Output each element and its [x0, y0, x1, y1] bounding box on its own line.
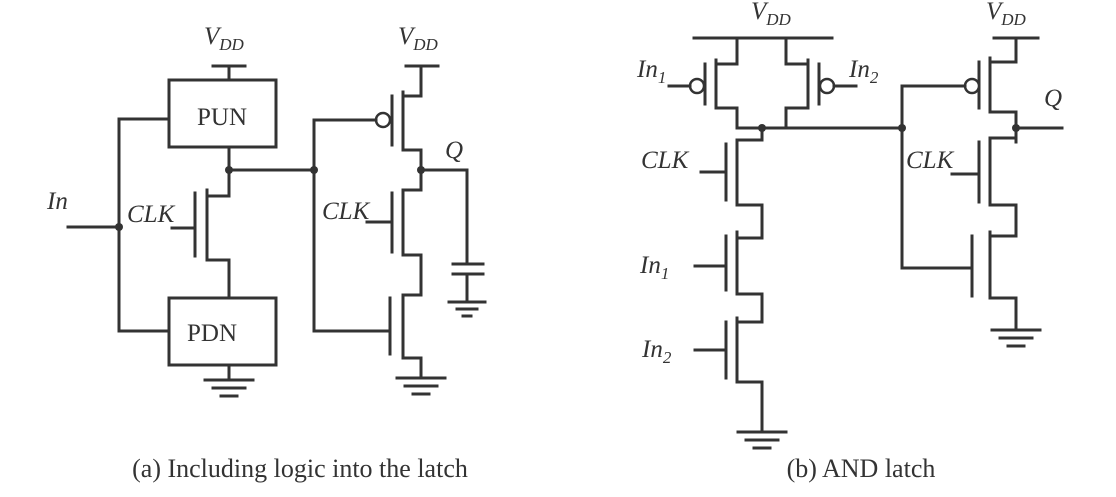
vdd-rail-a-left — [211, 64, 247, 82]
pun-block — [167, 78, 278, 149]
circuit-a: VDD PUN PDN In CLK VDD Q — [46, 23, 487, 483]
output-wire-a — [419, 168, 469, 266]
in2-label-stack: In2 — [641, 336, 672, 367]
clk-label-a-right: CLK — [322, 198, 371, 225]
pmos-b-out — [977, 56, 1018, 144]
vdd-label-b-right: VDD — [986, 0, 1027, 29]
in1-nmos-b — [693, 230, 764, 324]
circuit-b: VDD In1 In2 CLK In1 In2 VDD — [636, 0, 1064, 483]
clk-nmos-a-right — [365, 188, 423, 297]
gnd-a-right — [395, 376, 447, 396]
clk-label-a-left: CLK — [127, 201, 176, 228]
gnd-b-right — [990, 328, 1042, 348]
clk-label-b-right: CLK — [906, 147, 955, 174]
in2-label-top: In2 — [848, 56, 879, 87]
clk-nmos-a-left — [170, 188, 231, 300]
in2-nmos-b — [693, 316, 764, 434]
load-capacitor — [447, 262, 487, 318]
pdn-block — [167, 296, 278, 367]
nmos-a-bottom — [388, 293, 423, 380]
vdd-rail-a-right — [401, 64, 440, 98]
node-x-b-drop — [735, 126, 764, 142]
caption-a: (a) Including logic into the latch — [132, 454, 468, 483]
vdd-label-a-left: VDD — [204, 23, 245, 54]
in1-label-top: In1 — [636, 56, 666, 87]
pmos-a — [390, 90, 423, 190]
gnd-a-left — [203, 363, 255, 398]
nmos-b-bottom — [970, 230, 1018, 332]
clk-nmos-b-right — [950, 136, 1018, 238]
inverter-gate-bus — [312, 118, 392, 333]
pmos-b-out-bubble — [963, 77, 981, 95]
output-label-a: Q — [445, 137, 463, 164]
pdn-label: PDN — [187, 320, 237, 347]
pmos-in2 — [784, 58, 821, 130]
input-junction-a — [115, 223, 123, 231]
clk-nmos-b-left — [699, 138, 764, 240]
in1-label-stack: In1 — [639, 252, 669, 283]
vdd-rail-b-left — [692, 36, 834, 66]
vdd-label-a-right: VDD — [398, 23, 439, 54]
vdd-label-b-left: VDD — [751, 0, 792, 29]
pmos-in1 — [703, 58, 739, 130]
pun-label: PUN — [197, 104, 247, 131]
clk-label-b-left: CLK — [641, 147, 690, 174]
gnd-b-left — [736, 430, 788, 450]
input-label-a: In — [46, 188, 68, 215]
pmos-in1-bubble — [688, 77, 706, 95]
pmos-a-bubble — [374, 111, 392, 129]
gate-bus-b — [900, 84, 974, 270]
output-label-b: Q — [1044, 85, 1062, 112]
pmos-in2-bubble — [818, 77, 836, 95]
caption-b: (b) AND latch — [787, 454, 936, 483]
vdd-rail-b-right — [988, 36, 1040, 64]
